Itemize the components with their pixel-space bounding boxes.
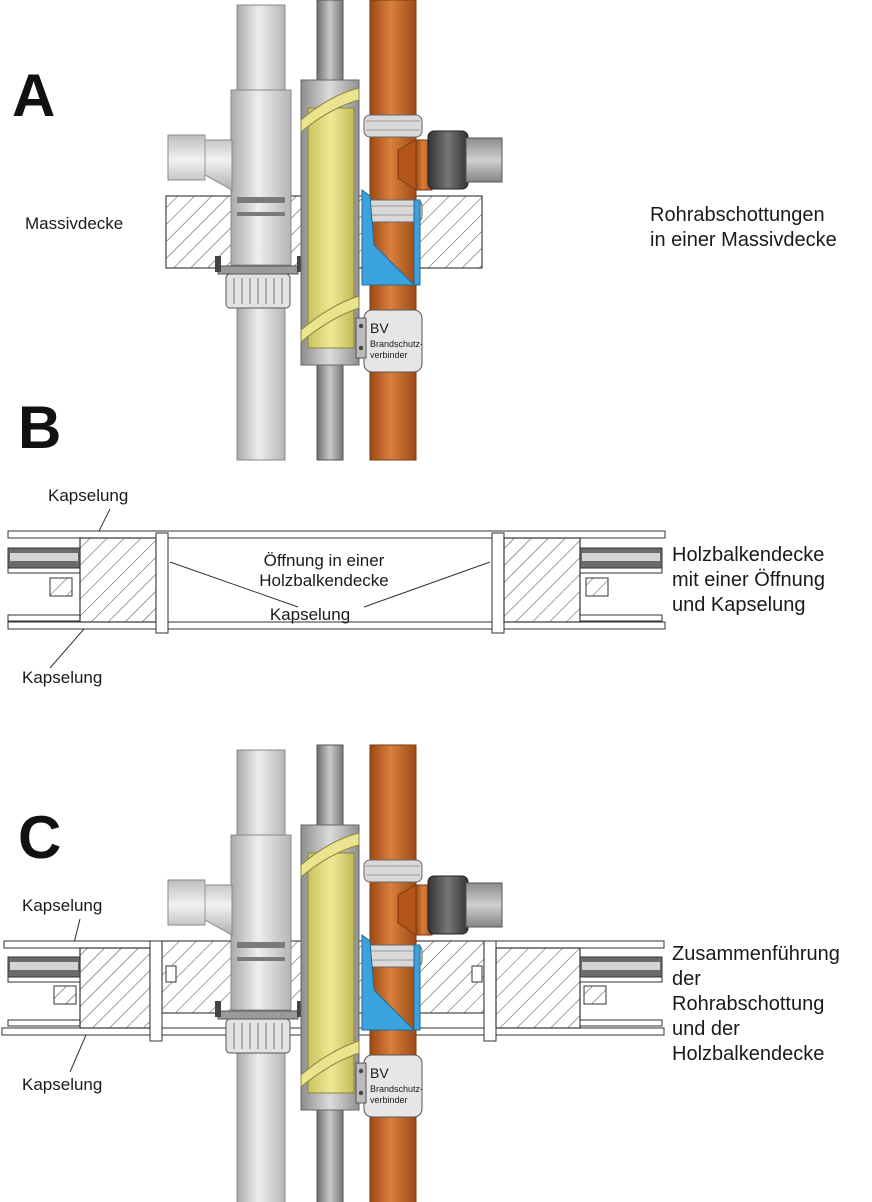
caption-c-line-2: der bbox=[672, 968, 701, 990]
caption-c-line-4: und der bbox=[672, 1018, 740, 1040]
panel-a: A Massivdecke BV Brandschutz- verbinder … bbox=[12, 0, 837, 461]
bv-text-a-2: verbinder bbox=[370, 350, 408, 360]
caption-a-line-2: in einer Massivdecke bbox=[650, 229, 837, 251]
kapselung-top-label-c: Kapselung bbox=[22, 896, 102, 915]
opening-label-line-1: Öffnung in einer bbox=[264, 551, 385, 570]
massivdecke-label: Massivdecke bbox=[25, 214, 123, 233]
bv-code-c: BV bbox=[370, 1065, 389, 1081]
panel-c-letter: C bbox=[18, 804, 61, 871]
kapselung-top-label-b: Kapselung bbox=[48, 486, 128, 505]
caption-b-line-2: mit einer Öffnung bbox=[672, 569, 825, 591]
bv-text-c-2: verbinder bbox=[370, 1095, 408, 1105]
kapselung-center-label-b: Kapselung bbox=[270, 605, 350, 624]
bv-text-a-1: Brandschutz- bbox=[370, 339, 423, 349]
caption-c-line-1: Zusammenführung bbox=[672, 943, 840, 965]
opening-label-line-2: Holzbalkendecke bbox=[259, 571, 388, 590]
bv-code-a: BV bbox=[370, 320, 389, 336]
caption-b-line-1: Holzbalkendecke bbox=[672, 544, 824, 566]
kapselung-bottom-label-c: Kapselung bbox=[22, 1075, 102, 1094]
caption-c-line-5: Holzbalkendecke bbox=[672, 1043, 824, 1065]
caption-a-line-1: Rohrabschottungen bbox=[650, 204, 825, 226]
panel-a-letter: A bbox=[12, 62, 55, 129]
panel-b: B Kapselung Öffnung in einer Holzbalkend… bbox=[7, 394, 825, 687]
panel-c: C Kapselung BV Brandschutz- verbinder bbox=[1, 744, 840, 1202]
kapselung-bottom-label-b: Kapselung bbox=[22, 668, 102, 687]
bv-text-c-1: Brandschutz- bbox=[370, 1084, 423, 1094]
caption-c-line-3: Rohrabschottung bbox=[672, 993, 824, 1015]
caption-b-line-3: und Kapselung bbox=[672, 594, 805, 616]
panel-b-letter: B bbox=[18, 394, 61, 461]
